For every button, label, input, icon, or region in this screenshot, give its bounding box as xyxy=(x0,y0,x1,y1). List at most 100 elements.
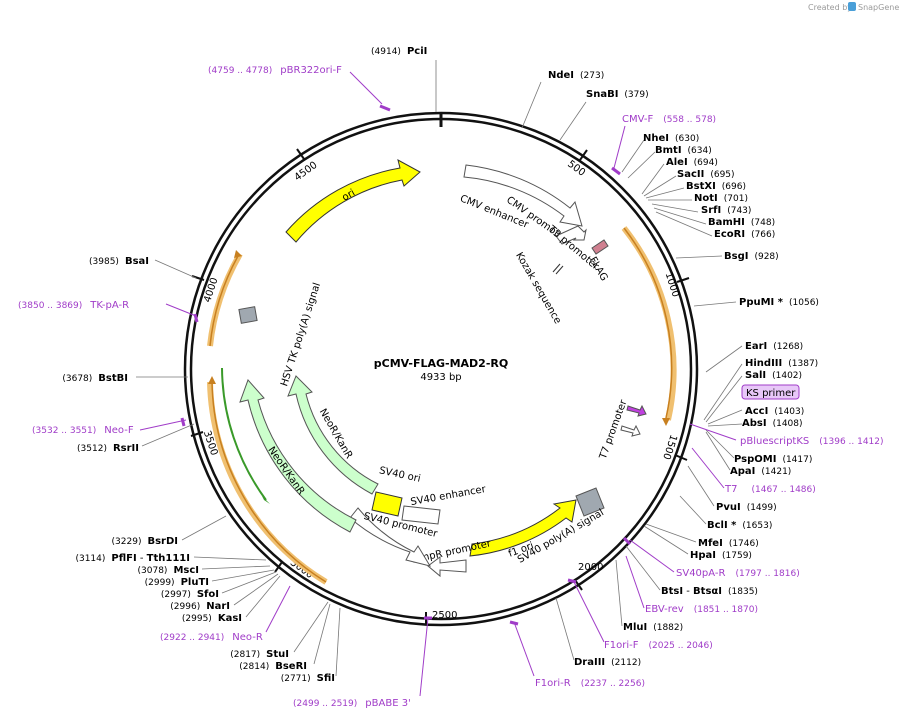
primer-leader-lines xyxy=(139,71,737,697)
primer-name: Neo-R xyxy=(232,632,263,643)
ks-primer-badge[interactable] xyxy=(741,384,800,400)
primer-range: (1797 .. 1816) xyxy=(735,569,799,579)
site-msci[interactable]: (3078)MscI xyxy=(138,565,200,576)
site-draiii[interactable]: DraIII(2112) xyxy=(574,657,641,668)
site-absi[interactable]: AbsI(1408) xyxy=(742,418,803,429)
orf-outline xyxy=(621,226,677,421)
site-bstxi[interactable]: BstXI(696) xyxy=(686,181,746,192)
site-apai[interactable]: ApaI(1421) xyxy=(730,466,791,477)
mark-cmvf xyxy=(611,166,621,176)
site-bcli[interactable]: BclI *(1653) xyxy=(707,520,772,531)
primer-cmvf[interactable]: CMV-F(558 .. 578) xyxy=(622,114,716,125)
site-ndei[interactable]: NdeI(273) xyxy=(548,70,604,81)
primer-name: SV40pA-R xyxy=(676,568,725,579)
leader-pspomi xyxy=(705,429,735,459)
site-pcil[interactable]: (4914)PciI xyxy=(371,46,427,57)
site-pos: (379) xyxy=(624,90,648,100)
site-pos: (1759) xyxy=(722,551,752,561)
site-pvui[interactable]: PvuI(1499) xyxy=(716,502,777,513)
leader-cmvf xyxy=(613,125,626,169)
site-sfoi[interactable]: (2997)SfoI xyxy=(161,589,219,600)
neo-primer-arrowhead xyxy=(262,496,270,504)
site-btsi[interactable]: BtsI - BtsαI(1835) xyxy=(661,586,758,597)
leader-f1orif xyxy=(573,581,605,643)
site-name: DraIII xyxy=(574,657,605,668)
site-pluti[interactable]: (2999)PluTI xyxy=(145,577,209,588)
primer-neor[interactable]: (2922 .. 2941) Neo-R xyxy=(160,632,263,643)
site-name: PspOMI xyxy=(734,454,776,465)
primer-ebv[interactable]: EBV-rev(1851 .. 1870) xyxy=(645,604,758,615)
primer-range: (2025 .. 2046) xyxy=(648,641,712,651)
primer-name: F1ori-R xyxy=(535,678,571,689)
site-noti[interactable]: NotI(701) xyxy=(694,193,748,204)
leader-bmti xyxy=(627,151,656,179)
site-pos: (1387) xyxy=(788,359,818,369)
leader-bseri xyxy=(313,603,331,665)
primer-name: TK-pA-R xyxy=(89,300,129,311)
primer-range: (2499 .. 2519) xyxy=(293,699,357,709)
site-bamhi[interactable]: BamHI(748) xyxy=(708,217,775,228)
leader-sfii xyxy=(335,607,341,677)
site-ecori[interactable]: EcoRI(766) xyxy=(714,229,775,240)
primer-pbabe[interactable]: (2499 .. 2519)pBABE 3' xyxy=(293,698,411,709)
site-alei[interactable]: AleI(694) xyxy=(666,157,718,168)
site-ppumi[interactable]: PpuMI *(1056) xyxy=(739,297,819,308)
site-name2: BtsαI xyxy=(693,586,722,597)
site-acci[interactable]: AccI(1403) xyxy=(745,406,804,417)
leader-nari xyxy=(233,573,279,606)
site-pos: (1499) xyxy=(747,503,777,513)
mark-neof xyxy=(180,417,186,427)
site-mfei[interactable]: MfeI(1746) xyxy=(698,538,759,549)
site-hindiii[interactable]: HindIII(1387) xyxy=(745,358,818,369)
site-pos: (1746) xyxy=(729,539,759,549)
site-pos: (1882) xyxy=(653,623,683,633)
primer-tkpa[interactable]: (3850 .. 3869)TK-pA-R xyxy=(18,300,129,311)
site-hpai[interactable]: HpaI(1759) xyxy=(690,550,752,561)
site-srfi[interactable]: SrfI(743) xyxy=(701,205,751,216)
site-name: RsrII xyxy=(113,443,139,454)
site-sali[interactable]: SalI(1402) xyxy=(745,370,802,381)
site-name: AleI xyxy=(666,157,688,168)
primer-name: EBV-rev xyxy=(645,604,684,615)
site-rsrii[interactable]: (3512)RsrII xyxy=(77,443,139,454)
leader-bamhi xyxy=(653,207,707,225)
primer-f1orif[interactable]: F1ori-F(2025 .. 2046) xyxy=(604,640,713,651)
site-nari[interactable]: (2996)NarI xyxy=(170,601,230,612)
primer-pbluescript[interactable]: pBluescriptKS(1396 .. 1412) xyxy=(740,436,884,447)
site-pspomi[interactable]: PspOMI(1417) xyxy=(734,454,812,465)
primer-t7[interactable]: T7(1467 .. 1486) xyxy=(724,484,816,495)
primer-sv40pa[interactable]: SV40pA-R (1797 .. 1816) xyxy=(676,568,800,579)
primer-f1orir[interactable]: F1ori-R(2237 .. 2256) xyxy=(535,678,645,689)
site-pos: (766) xyxy=(751,230,775,240)
site-bseri[interactable]: (2814)BseRI xyxy=(239,661,307,672)
primer-pbr322ori[interactable]: (4759 .. 4778)pBR322ori-F xyxy=(208,65,342,76)
site-sfii[interactable]: (2771)SfiI xyxy=(281,673,335,684)
primer-range: (4759 .. 4778) xyxy=(208,66,272,76)
primer-range: (2922 .. 2941) xyxy=(160,633,224,643)
site-mlui[interactable]: MluI(1882) xyxy=(623,622,683,633)
site-bsai[interactable]: (3985)BsaI xyxy=(89,256,149,267)
hsv-tk-label: HSV TK poly(A) signal xyxy=(279,281,323,387)
site-bmti[interactable]: BmtI(634) xyxy=(655,145,712,156)
site-snabi[interactable]: SnaBI(379) xyxy=(586,89,649,100)
plasmid-size: 4933 bp xyxy=(420,372,461,383)
site-sacii[interactable]: SacII(695) xyxy=(677,169,735,180)
site-bsrdi[interactable]: (3229)BsrDI xyxy=(112,536,178,547)
upper-left-orf-arrowhead xyxy=(234,250,242,258)
site-pos: (3078) xyxy=(138,566,168,576)
site-bstbi[interactable]: (3678)BstBI xyxy=(62,373,128,384)
site-eari[interactable]: EarI(1268) xyxy=(745,341,803,352)
site-pos: (928) xyxy=(754,252,778,262)
site-kasi[interactable]: (2995)KasI xyxy=(182,613,242,624)
sv40-promoter-arrow xyxy=(349,507,432,567)
site-stui[interactable]: (2817)StuI xyxy=(230,649,289,660)
mark-f1orif xyxy=(567,578,577,584)
site-nhei[interactable]: NheI(630) xyxy=(643,133,699,144)
site-pflfi[interactable]: (3114)PflFI - Tth111I xyxy=(75,553,190,564)
site-pos: (743) xyxy=(727,206,751,216)
sv40-ori-feature xyxy=(371,491,403,517)
leader-snabi xyxy=(559,101,587,141)
primer-neof[interactable]: (3532 .. 3551)Neo-F xyxy=(32,425,134,436)
site-bsgi[interactable]: BsgI(928) xyxy=(724,251,779,262)
site-pos: (1402) xyxy=(772,371,802,381)
